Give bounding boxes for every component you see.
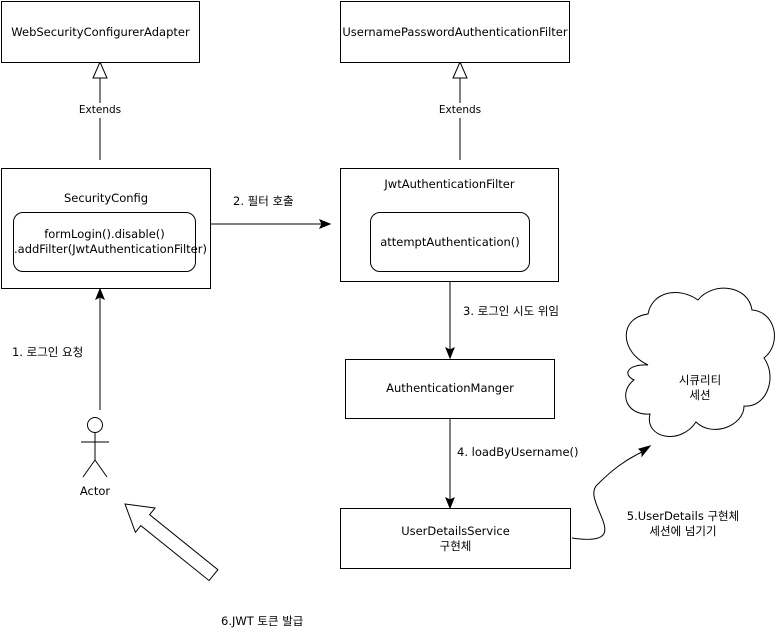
security-session-cloud	[625, 287, 775, 437]
auth-manager-box: AuthenticationManger	[345, 359, 555, 419]
web-security-adapter-label: WebSecurityConfigurerAdapter	[11, 25, 190, 39]
step5-line2: 세션에 넘기기	[649, 524, 717, 538]
step1-label: 1. 로그인 요청	[12, 345, 84, 359]
form-login-box: formLogin().disable() .addFilter(JwtAuth…	[13, 212, 207, 272]
username-password-filter-box: UsernamePasswordAuthenticationFilter	[340, 1, 570, 63]
web-security-adapter-box: WebSecurityConfigurerAdapter	[1, 1, 200, 63]
arrow-step5-curve	[571, 451, 643, 540]
arrow-step5-head	[638, 445, 652, 458]
arrow-step3-head	[445, 346, 455, 360]
attempt-auth-label: attemptAuthentication()	[380, 235, 520, 249]
jwt-filter-label: JwtAuthenticationFilter	[384, 177, 515, 191]
arrow-step4-head	[445, 496, 455, 510]
arrow-step2-head	[318, 219, 332, 229]
user-details-line1: UserDetailsService	[401, 524, 510, 538]
user-details-line2: 구현체	[439, 539, 472, 553]
extends-right-arrowhead	[452, 60, 468, 79]
attempt-auth-box: attemptAuthentication()	[370, 212, 530, 272]
step5-line1: 5.UserDetails 구현체	[626, 509, 740, 523]
extends-right-label: Extends	[430, 103, 490, 118]
extends-left-label: Extends	[70, 103, 130, 118]
step2-label: 2. 필터 호출	[233, 194, 294, 208]
cloud-line1: 시큐리티	[678, 373, 722, 387]
step6-label: 6.JWT 토큰 발급	[221, 614, 304, 628]
security-config-label: SecurityConfig	[63, 191, 149, 205]
auth-manager-label: AuthenticationManger	[386, 381, 514, 395]
step4-label: 4. loadByUsername()	[457, 445, 579, 459]
username-password-filter-label: UsernamePasswordAuthenticationFilter	[342, 25, 568, 39]
actor-label: Actor	[79, 484, 111, 498]
arrow-step6-hollow	[124, 503, 219, 582]
form-login-line1: formLogin().disable()	[44, 227, 165, 241]
user-details-box: UserDetailsService 구현체	[340, 508, 571, 569]
arrow-step1-head	[95, 287, 105, 301]
form-login-line2: .addFilter(JwtAuthenticationFilter)	[14, 242, 207, 256]
cloud-line2: 세션	[689, 388, 711, 402]
step3-label: 3. 로그인 시도 위임	[463, 304, 559, 318]
extends-left-arrowhead	[92, 60, 108, 79]
actor-figure	[81, 417, 109, 478]
